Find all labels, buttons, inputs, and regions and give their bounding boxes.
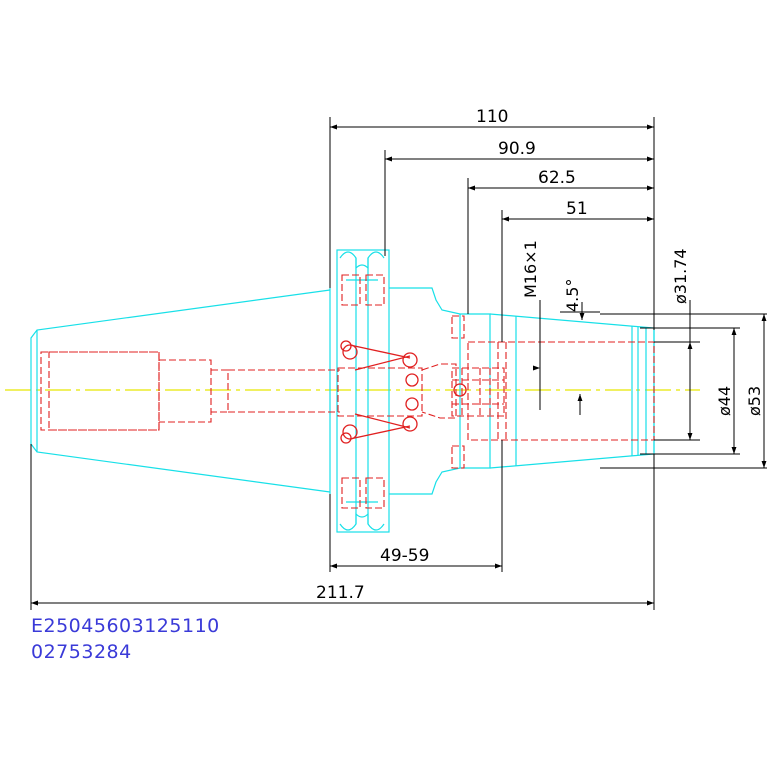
dim-thread-m16: M16×1 <box>521 240 540 298</box>
dim-62-5: 62.5 <box>538 168 576 188</box>
dim-dia-44: ø44 <box>715 386 734 416</box>
dim-dia-53: ø53 <box>745 386 764 416</box>
dim-angle-4-5: 4.5° <box>563 279 582 312</box>
part-code-line-1: E25045603125110 <box>31 615 220 637</box>
dim-211-7: 211.7 <box>316 583 365 603</box>
hidden-geometry <box>40 274 655 509</box>
coolant-screws <box>340 340 467 444</box>
dim-51: 51 <box>566 199 588 219</box>
dim-90-9: 90.9 <box>498 139 536 159</box>
dim-49-59: 49-59 <box>380 546 429 566</box>
part-code-line-2: 02753284 <box>31 641 132 663</box>
dim-110: 110 <box>476 107 508 127</box>
dimension-lines <box>30 117 767 610</box>
dim-dia-31-74: ø31.74 <box>671 248 690 304</box>
